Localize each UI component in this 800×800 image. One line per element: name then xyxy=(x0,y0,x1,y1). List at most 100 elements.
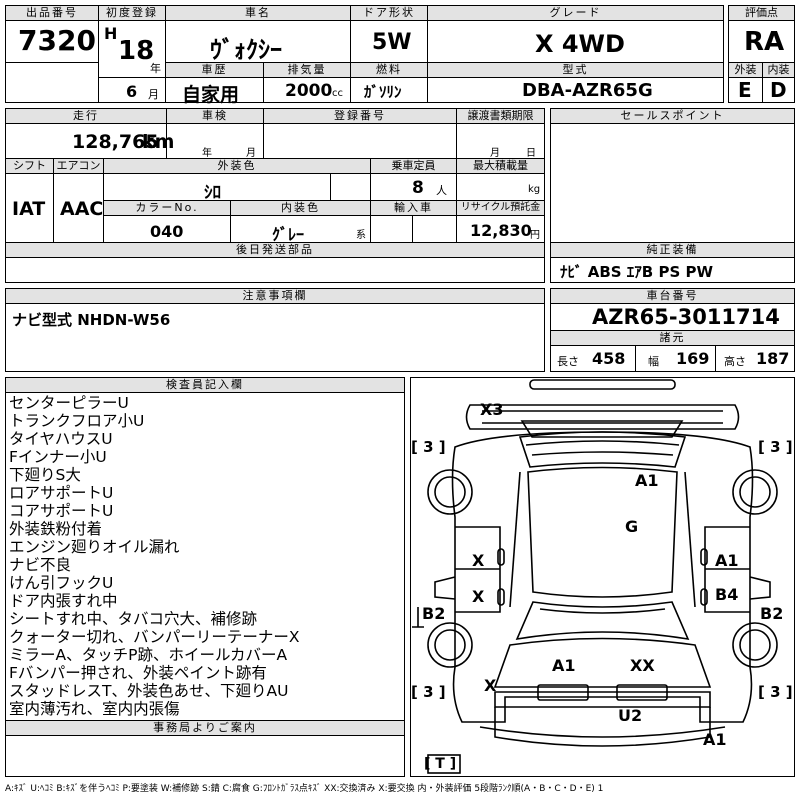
ext-color: ｼﾛ xyxy=(204,183,221,203)
import-header: 輸入車 xyxy=(371,201,456,216)
inspector-header: 検査員記入欄 xyxy=(6,378,404,393)
damage-mark: X3 xyxy=(480,400,504,419)
ac-header: エアコン xyxy=(54,159,103,174)
equipment: ﾅﾋﾞ ABS ｴｱB PS PW xyxy=(560,263,714,281)
damage-mark: A1 xyxy=(715,551,739,570)
inspector-note-line: ロアサポートU xyxy=(9,484,114,502)
damage-mark: U2 xyxy=(618,706,643,725)
damage-mark: B2 xyxy=(422,604,446,623)
tire-depth: [ 3 ] xyxy=(758,683,793,701)
caution-header: 注意事項欄 xyxy=(6,289,544,304)
inspector-note-line: 外装鉄粉付着 xyxy=(9,520,103,538)
model-code: DBA-AZR65G xyxy=(522,80,653,101)
load-unit: kg xyxy=(528,184,541,195)
car-name: ｳﾞｫｸｼｰ xyxy=(210,36,282,64)
capacity: 8 xyxy=(412,178,424,198)
mileage: 128,765 xyxy=(72,131,159,153)
inspector-note-line: ミラーA、タッチP跡、ホイールカバーA xyxy=(9,646,288,664)
inspector-note-line: ナビ不良 xyxy=(9,556,72,574)
score-header: 評価点 xyxy=(729,6,794,21)
damage-mark: X xyxy=(472,551,485,570)
int-grade-header: 内装 xyxy=(763,63,794,78)
fuel-header: 燃料 xyxy=(351,63,427,78)
car-history: 自家用 xyxy=(182,84,240,106)
car-name-header: 車名 xyxy=(166,6,350,21)
model-header: 型式 xyxy=(428,63,723,78)
lot-number: 7320 xyxy=(18,24,96,57)
history-header: 車歴 xyxy=(166,63,263,78)
inspector-note-line: クォーター切れ、バンパーリーテーナーX xyxy=(9,628,300,646)
inspector-note-line: コアサポートU xyxy=(9,502,114,520)
caution-text: ナビ型式 NHDN-W56 xyxy=(12,311,171,329)
inspector-note-line: Fインナー小U xyxy=(9,448,107,466)
int-color-unit: 系 xyxy=(356,230,366,241)
damage-mark: X xyxy=(472,587,485,606)
damage-mark: G xyxy=(625,517,639,536)
length-label: 長さ xyxy=(557,355,579,368)
shift: IAT xyxy=(12,198,46,220)
inspector-note-line: センターピラーU xyxy=(9,394,129,412)
transfer-header: 譲渡書類期限 xyxy=(457,109,544,124)
ext-color-header: 外装色 xyxy=(104,159,370,174)
office-header: 事務局よりご案内 xyxy=(6,721,404,736)
mileage-unit: km xyxy=(142,131,175,153)
inspection-year-unit: 年 xyxy=(202,148,212,159)
chassis-number: AZR65-3011714 xyxy=(592,305,780,329)
int-color: ｸﾞﾚｰ xyxy=(272,225,305,244)
color-no: 040 xyxy=(150,222,184,241)
aircon: AAC xyxy=(60,198,104,220)
inspector-note-line: エンジン廻りオイル漏れ xyxy=(9,538,180,556)
damage-mark: A1 xyxy=(552,656,576,675)
equipment-header: 純正装備 xyxy=(551,243,794,258)
inspector-note-line: シートすれ中、タバコ穴大、補修跡 xyxy=(9,610,258,628)
first-reg-month: 6 xyxy=(126,82,138,101)
first-reg-month-unit: 月 xyxy=(148,88,159,101)
inspector-note-line: トランクフロア小U xyxy=(9,412,145,430)
height: 187 xyxy=(756,349,790,368)
inspection-month-unit: 月 xyxy=(246,148,256,159)
displacement-unit: cc xyxy=(332,88,343,99)
transfer-day-unit: 日 xyxy=(526,148,536,159)
first-reg-era: H xyxy=(104,24,118,43)
score-block xyxy=(728,5,795,103)
int-color-header: 内装色 xyxy=(231,201,370,216)
capacity-unit: 人 xyxy=(436,184,447,197)
damage-mark: XX xyxy=(630,656,655,675)
door-header: ドア形状 xyxy=(351,6,427,21)
grade-header: グレード xyxy=(428,6,723,21)
first-reg-year-unit: 年 xyxy=(150,62,161,75)
top-info-block xyxy=(5,5,724,103)
inspector-note-line: スタッドレスT、外装色あせ、下廻りAU xyxy=(9,682,289,700)
first-reg-header: 初度登録 xyxy=(99,6,165,21)
reg-no-header: 登録番号 xyxy=(264,109,456,124)
inspector-note-line: 室内薄汚れ、室内内張傷 xyxy=(9,700,180,718)
inspector-note-line: 下廻りS大 xyxy=(9,466,81,484)
color-no-header: カラーNo. xyxy=(104,201,230,216)
car-diagram-block xyxy=(410,377,795,777)
sales-point-header: セールスポイント xyxy=(551,109,794,124)
later-parts-header: 後日発送部品 xyxy=(6,243,544,258)
inspector-note-line: ドア内張すれ中 xyxy=(9,592,118,610)
lot-number-header: 出品番号 xyxy=(6,6,98,21)
displacement-header: 排気量 xyxy=(264,63,350,78)
height-label: 高さ xyxy=(724,355,746,368)
mileage-header: 走行 xyxy=(6,109,166,124)
tire-depth: [ T ] xyxy=(424,756,457,772)
inspector-note-line: タイヤハウスU xyxy=(9,430,113,448)
recycle-fee: 12,830 xyxy=(470,221,532,240)
displacement: 2000 xyxy=(285,81,333,101)
fuel: ｶﾞｿﾘﾝ xyxy=(364,83,402,101)
inspector-block xyxy=(5,377,405,777)
recycle-header: リサイクル預託金 xyxy=(457,201,544,216)
inspector-note-line: けん引フックU xyxy=(9,574,114,592)
capacity-header: 乗車定員 xyxy=(371,159,456,174)
length: 458 xyxy=(592,349,626,368)
legend: A:ｷｽﾞ U:ﾍｺﾐ B:ｷｽﾞを伴うﾍｺﾐ P:要塗装 W:補修跡 S:錆 … xyxy=(5,784,604,794)
inspector-note-line: Fバンパー押され、外装ペイント跡有 xyxy=(9,664,267,682)
damage-mark: A1 xyxy=(703,730,727,749)
width: 169 xyxy=(676,349,710,368)
grade: X 4WD xyxy=(535,30,625,58)
ext-grade-header: 外装 xyxy=(729,63,762,78)
damage-mark: X xyxy=(484,676,497,695)
